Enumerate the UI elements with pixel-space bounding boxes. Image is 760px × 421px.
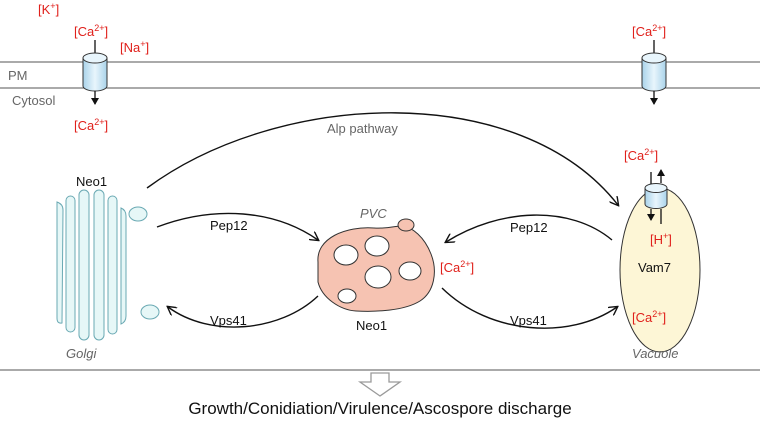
vacuole-label: Vacuole: [632, 346, 679, 361]
pm-channel-left-icon: [82, 40, 108, 105]
pep12-right-label: Pep12: [510, 220, 548, 235]
golgi-label: Golgi: [66, 346, 97, 361]
ca-outside-right-label: [Ca2+]: [632, 23, 666, 39]
vacuole-vam7-label: Vam7: [638, 260, 671, 275]
alp-pathway-arrow: [146, 112, 618, 205]
vacuole-h-label: [H+]: [650, 231, 672, 247]
vacuole-ca-inside-label: [Ca2+]: [632, 309, 666, 325]
outcome-arrow-icon: [357, 372, 403, 397]
pvc-label: PVC: [360, 206, 387, 221]
pep12-left-arrow: [156, 212, 318, 240]
pvc-ca-label: [Ca2+]: [440, 259, 474, 275]
vps41-left-label: Vps41: [210, 313, 247, 328]
na-outside-label: [Na+]: [120, 39, 149, 55]
pep12-left-label: Pep12: [210, 218, 248, 233]
ca-outside-left-label: [Ca2+]: [74, 23, 108, 39]
vps41-left-arrow: [168, 295, 319, 328]
alp-pathway-label: Alp pathway: [327, 121, 398, 136]
pvc-icon: [317, 218, 435, 312]
vps41-right-arrow: [441, 287, 617, 329]
k-outside-label: [K+]: [38, 1, 59, 17]
vacuole-channel-icon: [644, 169, 668, 224]
pvc-neo1-label: Neo1: [356, 318, 387, 333]
vacuole-ca-top-label: [Ca2+]: [624, 147, 658, 163]
golgi-icon: [56, 189, 160, 341]
pep12-right-arrow: [446, 214, 613, 242]
golgi-neo1-label: Neo1: [76, 174, 107, 189]
vps41-right-label: Vps41: [510, 313, 547, 328]
ca-inside-left-label: [Ca2+]: [74, 117, 108, 133]
pm-label: PM: [8, 68, 28, 83]
outcome-text: Growth/Conidiation/Virulence/Ascospore d…: [188, 399, 571, 418]
cytosol-label: Cytosol: [12, 93, 55, 108]
pm-channel-right-icon: [641, 40, 667, 105]
